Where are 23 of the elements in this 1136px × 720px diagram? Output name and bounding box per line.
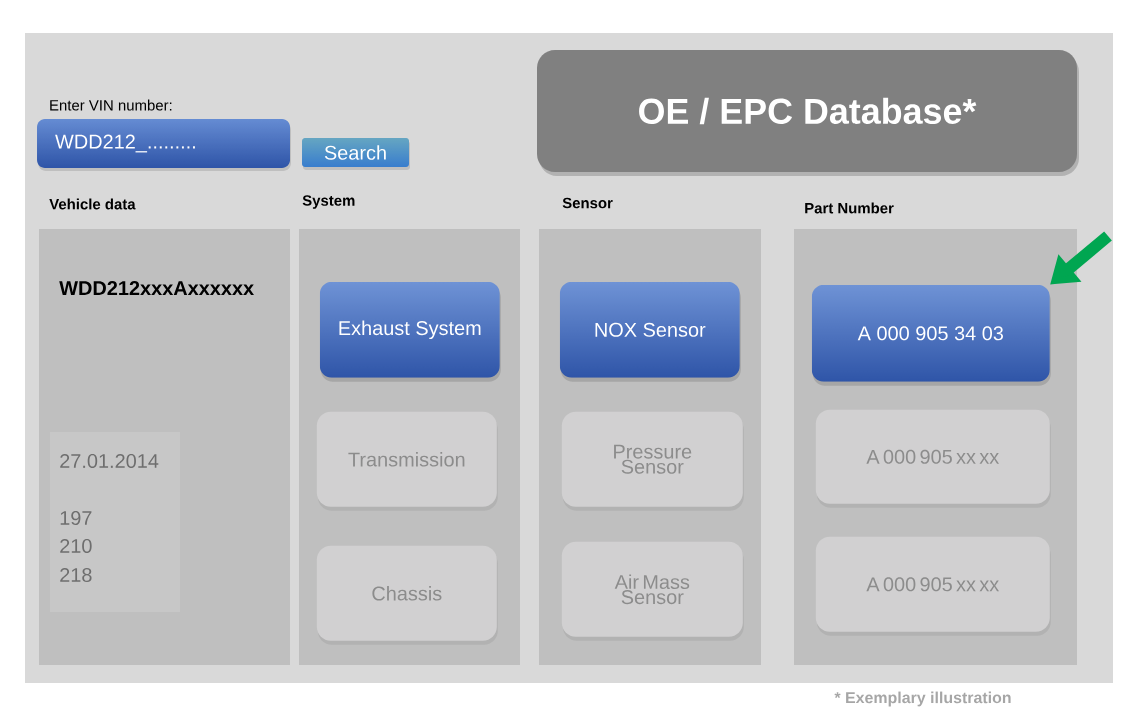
option-button: Air Mass Sensor	[561, 541, 744, 641]
input-field: WDD212_.........	[37, 119, 291, 171]
field-label: Enter VIN number:	[50, 99, 172, 111]
option-button: Chassis	[316, 545, 498, 645]
selected-button: NOX Sensor	[559, 282, 741, 382]
column-heading: System	[302, 195, 355, 209]
selected-button: Exhaust System	[319, 282, 501, 382]
caption: * Exemplary illustration	[834, 691, 1011, 707]
vehicle-detail: 27.01.2014	[60, 453, 159, 469]
column-heading: Sensor	[562, 197, 613, 209]
vehicle-detail: 218	[60, 567, 92, 583]
vin-text: WDD212xxxAxxxxxx	[59, 281, 254, 295]
option-button: A 000 905 xx xx	[815, 409, 1051, 508]
column-heading: Vehicle data	[49, 198, 136, 210]
selected-button: A 000 905 34 03	[811, 285, 1051, 386]
search-button: Search	[302, 138, 410, 170]
vehicle-detail: 210	[60, 538, 92, 554]
option-button: Transmission	[316, 411, 498, 511]
database-banner: OE / EPC Database*	[537, 50, 1079, 176]
option-button: Pressure Sensor	[561, 411, 744, 511]
option-button: A 000 905 xx xx	[815, 536, 1051, 636]
vehicle-detail: 197	[60, 510, 92, 526]
column-heading: Part Number	[805, 202, 894, 214]
